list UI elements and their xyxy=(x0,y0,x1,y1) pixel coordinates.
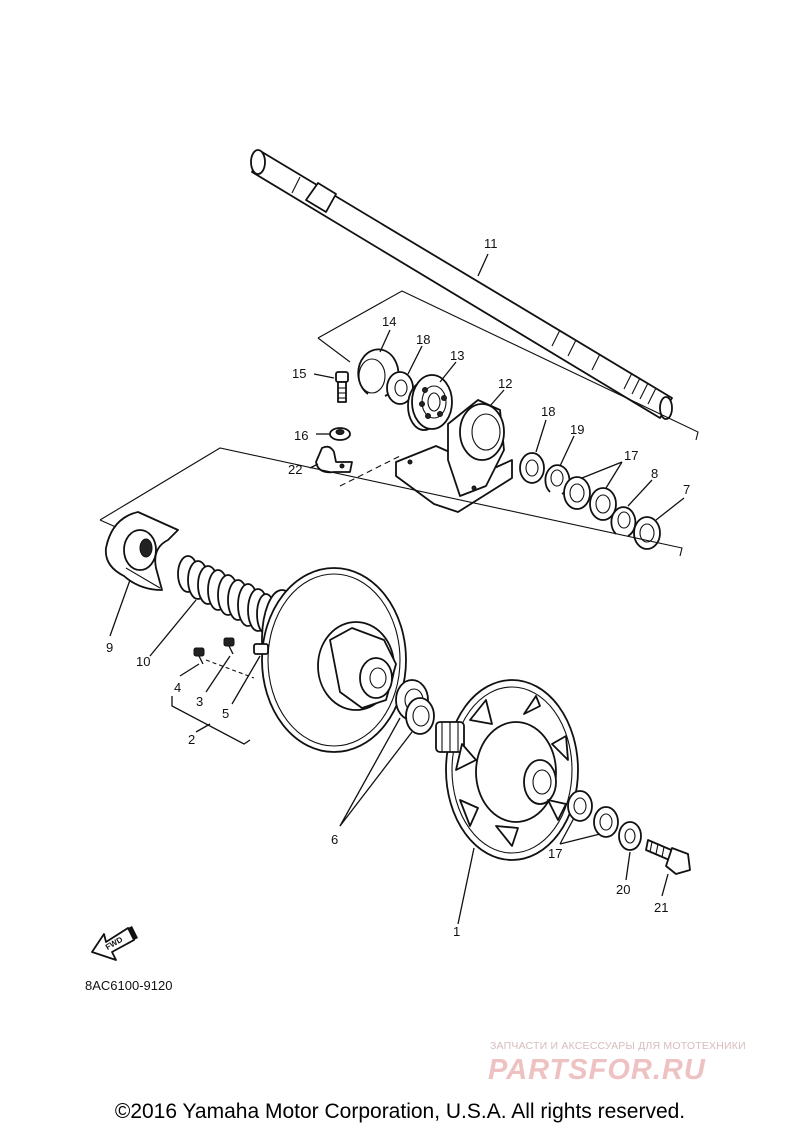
part-sliding-sheave xyxy=(435,679,579,861)
leader-lines xyxy=(109,253,685,925)
part-spring xyxy=(177,555,276,635)
part-nut-16 xyxy=(329,427,351,441)
part-washer-20 xyxy=(618,821,642,851)
part-labels: 11 14 18 13 15 12 16 22 18 19 17 8 7 9 1… xyxy=(106,236,690,939)
part-slider xyxy=(253,643,269,655)
part-bolt-21 xyxy=(645,839,691,875)
label-21: 21 xyxy=(654,900,668,915)
part-shim-lower-a xyxy=(567,790,593,822)
part-circlip-8 xyxy=(610,506,637,537)
part-bearing xyxy=(407,374,453,431)
part-washer-right xyxy=(519,452,545,484)
label-4: 4 xyxy=(174,680,181,695)
label-9: 9 xyxy=(106,640,113,655)
label-8: 8 xyxy=(651,466,658,481)
part-shim-17a xyxy=(563,476,591,510)
part-shim-17b xyxy=(589,487,617,521)
part-screw-4 xyxy=(193,647,205,665)
label-6: 6 xyxy=(331,832,338,847)
part-cam xyxy=(104,511,179,591)
part-shaft xyxy=(250,149,673,420)
label-13: 13 xyxy=(450,348,464,363)
copyright-notice: ©2016 Yamaha Motor Corporation, U.S.A. A… xyxy=(114,1100,686,1123)
label-20: 20 xyxy=(616,882,630,897)
part-shim-lower-b xyxy=(593,806,619,838)
label-10: 10 xyxy=(136,654,150,669)
label-2: 2 xyxy=(188,732,195,747)
label-5: 5 xyxy=(222,706,229,721)
label-11: 11 xyxy=(484,236,498,251)
part-bearing-housing xyxy=(395,399,513,513)
label-18: 18 xyxy=(416,332,430,347)
label-19: 19 xyxy=(570,422,584,437)
label-3: 3 xyxy=(196,694,203,709)
label-1: 1 xyxy=(453,924,460,939)
part-bushing xyxy=(395,679,435,735)
fwd-arrow-icon: FWD xyxy=(91,926,138,961)
part-washer-7 xyxy=(633,516,661,550)
part-screw-3 xyxy=(223,637,235,655)
watermark-tagline: ЗАПЧАСТИ И АКСЕССУАРЫ ДЛЯ МОТОТЕХНИКИ xyxy=(490,1040,746,1052)
part-bolt-15 xyxy=(335,371,349,403)
label-22: 22 xyxy=(288,462,302,477)
label-17: 17 xyxy=(624,448,638,463)
part-clamp-22 xyxy=(315,445,353,474)
label-18b: 18 xyxy=(541,404,555,419)
label-14: 14 xyxy=(382,314,396,329)
diagram-code: 8AC6100-9120 xyxy=(85,978,173,993)
assembly-outline-lower xyxy=(99,447,683,557)
label-15: 15 xyxy=(292,366,306,381)
assembly-outline-upper xyxy=(317,290,699,441)
label-17b: 17 xyxy=(548,846,562,861)
label-7: 7 xyxy=(683,482,690,497)
label-16: 16 xyxy=(294,428,308,443)
label-12: 12 xyxy=(498,376,512,391)
part-fixed-sheave xyxy=(261,567,407,753)
watermark-logo: PARTSFOR.RU xyxy=(488,1054,706,1086)
